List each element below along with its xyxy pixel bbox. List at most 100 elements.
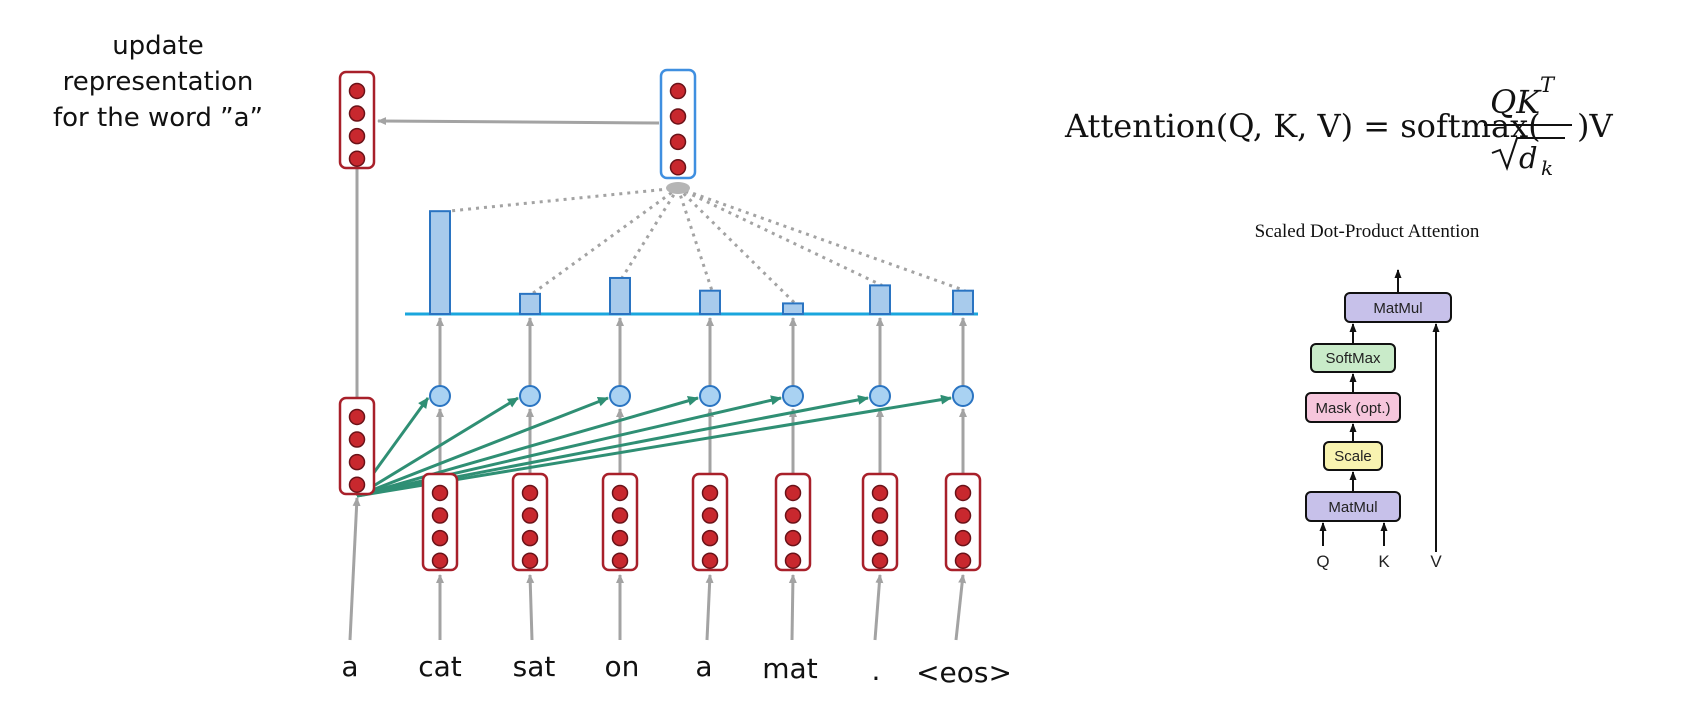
vector-dot — [348, 408, 366, 426]
word-label: . — [872, 654, 881, 687]
matmul-top-label: MatMul — [1373, 300, 1422, 317]
attention-bar — [699, 289, 721, 315]
vector-dot — [669, 108, 687, 125]
word-vector — [944, 472, 982, 572]
vector-dot — [701, 507, 719, 524]
word-vector — [861, 472, 899, 572]
score-node — [782, 385, 804, 407]
attention-dotted-line — [677, 186, 966, 293]
word-vectors — [338, 68, 982, 572]
vector-dot — [348, 127, 366, 145]
score-node — [519, 385, 541, 407]
word-label: mat — [762, 652, 817, 685]
formula-lhs: Attention(Q, K, V) = softmax( — [1064, 107, 1541, 145]
vector-dot — [784, 484, 802, 502]
mask-block — [1305, 392, 1401, 423]
vector-dot — [521, 552, 539, 569]
vector-dot — [348, 150, 366, 167]
word-label: sat — [513, 650, 556, 683]
score-node — [699, 385, 721, 407]
v-label: V — [1430, 552, 1442, 571]
vector-dot — [784, 552, 802, 569]
score-node — [869, 385, 891, 407]
vector-dot — [611, 507, 629, 524]
vector-dot — [954, 507, 972, 524]
attention-bar — [782, 302, 804, 315]
attention-dotted-line — [676, 186, 797, 305]
attention-dotted-line — [677, 186, 883, 287]
gray-connectors — [348, 117, 967, 641]
scale-label: Scale — [1334, 448, 1372, 465]
vector-dot — [521, 484, 539, 502]
attention-bar — [609, 276, 631, 315]
caption-line-1: update — [112, 31, 204, 61]
attention-dotted-line — [620, 187, 680, 279]
update-arrow — [377, 117, 660, 126]
score-node — [952, 385, 974, 407]
sdp-title: Scaled Dot-Product Attention — [1255, 221, 1480, 242]
vector-dot — [784, 529, 802, 547]
attention-bar — [869, 284, 891, 316]
word-vector — [511, 472, 549, 572]
input-arrow — [526, 574, 535, 641]
input-arrow — [873, 574, 884, 641]
query-hub — [666, 182, 690, 194]
attention-bar — [952, 289, 974, 315]
attention-dotted-line — [531, 186, 679, 296]
vector-dot — [611, 484, 629, 502]
key-arrow — [356, 396, 609, 498]
word-vector — [601, 472, 639, 572]
vector-dot — [954, 552, 972, 569]
vector-dot — [348, 476, 366, 493]
word-vector — [421, 472, 459, 572]
word-label: a — [695, 650, 712, 683]
vector-dot — [611, 529, 629, 547]
word-vector — [774, 472, 812, 572]
q-label: Q — [1316, 552, 1329, 571]
vector-dot — [954, 529, 972, 547]
input-arrow — [705, 574, 714, 641]
vector-dot — [669, 82, 687, 100]
word-label: on — [605, 650, 640, 683]
vector-dot — [431, 552, 449, 569]
vector-dot — [669, 159, 687, 176]
vector-dot — [701, 552, 719, 569]
input-arrow — [788, 574, 797, 641]
caption-line-2: representation — [63, 67, 254, 97]
k-label: K — [1378, 552, 1390, 571]
score-nodes — [429, 385, 974, 407]
caption-line-3: for the word ”a” — [53, 103, 263, 133]
focus-word-vector — [338, 396, 376, 496]
softmax-label: SoftMax — [1325, 350, 1381, 367]
word-label: cat — [418, 650, 462, 683]
softmax-block — [1310, 343, 1396, 373]
formula-numerator-superscript: T — [1540, 73, 1556, 97]
score-node — [609, 385, 631, 407]
vector-dot — [348, 453, 366, 471]
vector-dot — [954, 484, 972, 502]
input-arrow — [348, 497, 361, 641]
square-root-sign — [1491, 137, 1565, 171]
formula-denominator: d — [1519, 141, 1538, 175]
attention-dotted-line — [447, 186, 679, 213]
vector-dot — [348, 105, 366, 122]
scale-block — [1323, 441, 1383, 471]
vector-dot — [784, 507, 802, 524]
matmul-bottom-label: MatMul — [1328, 499, 1377, 516]
formula-numerator: QK — [1490, 83, 1542, 121]
vector-dot — [348, 431, 366, 448]
updated-vector — [338, 70, 376, 170]
vector-dot — [431, 484, 449, 502]
input-arrow — [954, 574, 967, 641]
attention-bar — [429, 210, 451, 315]
formula-rhs: )V — [1577, 107, 1613, 145]
vector-dot — [871, 552, 889, 569]
vector-dot — [431, 529, 449, 547]
vector-dot — [521, 507, 539, 524]
attention-bar — [519, 292, 541, 315]
key-arrow — [356, 396, 519, 498]
word-label: <eos> — [916, 656, 1012, 689]
scaled-dot-product-attention: Scaled Dot-Product Attention MatMul Soft… — [1255, 221, 1480, 571]
vector-dot — [701, 484, 719, 502]
